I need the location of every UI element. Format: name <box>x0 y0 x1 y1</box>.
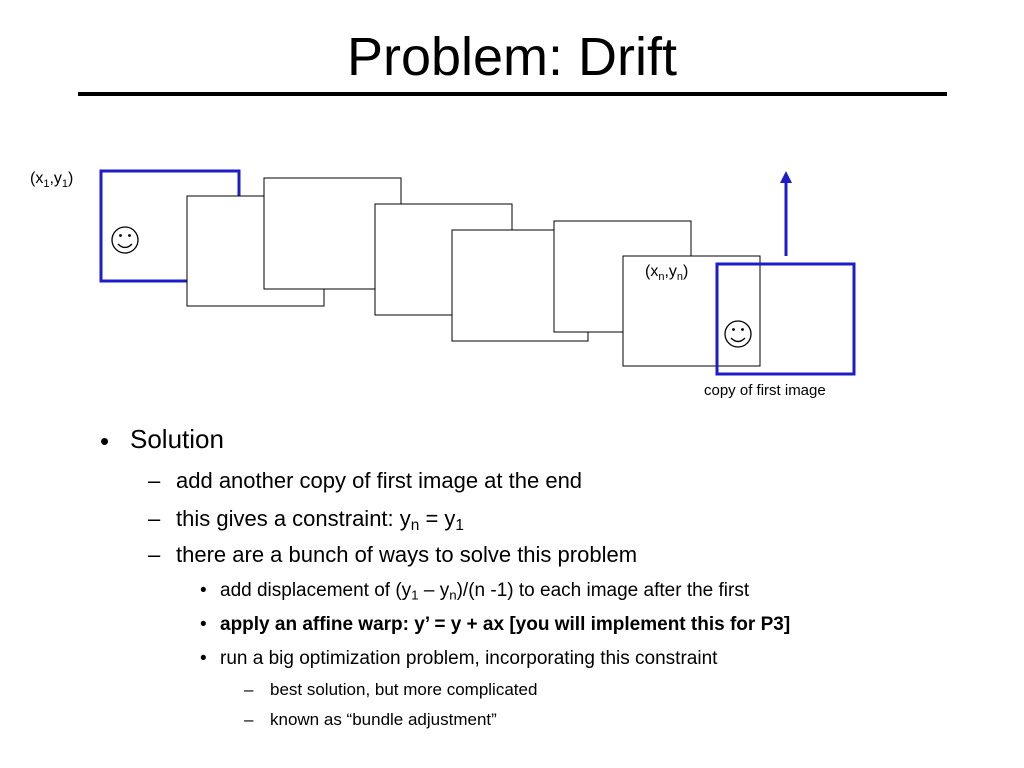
bullet-marker: • <box>200 648 207 669</box>
first-image-coordinate-label: (x1,y1) <box>30 170 73 190</box>
bullet-marker: – <box>148 468 161 493</box>
drift-diagram: (x1,y1) (xn,yn) copy of first image <box>30 169 856 399</box>
bullet-big-optimization: run a big optimization problem, incorpor… <box>220 648 718 669</box>
smiley-face-icon <box>724 320 752 348</box>
bullet-marker: • <box>100 426 110 456</box>
bullet-constraint: this gives a constraint: yn = y1 <box>176 506 464 534</box>
bullet-affine-warp: apply an affine warp: y’ = y + ax [you w… <box>220 614 791 635</box>
smiley-face-icon <box>111 226 139 254</box>
bullet-marker: – <box>148 542 161 567</box>
copy-image-caption: copy of first image <box>704 382 826 399</box>
arrow-up-icon <box>780 171 792 256</box>
bullet-marker: – <box>148 506 161 531</box>
bullet-bundle-adjustment: known as “bundle adjustment” <box>270 710 497 729</box>
last-image-coordinate-label: (xn,yn) <box>645 263 688 283</box>
slide-title: Problem: Drift <box>346 27 678 87</box>
bullet-best-solution: best solution, but more complicated <box>270 680 538 699</box>
bullet-marker: • <box>200 614 207 635</box>
title-underline <box>78 92 947 96</box>
bullet-add-copy: add another copy of first image at the e… <box>176 468 583 493</box>
bullet-solution: Solution <box>130 424 224 454</box>
copy-image-frame <box>715 262 856 376</box>
bullet-marker: – <box>244 680 254 699</box>
bullet-marker: – <box>244 710 254 729</box>
image-frame-7 <box>622 255 761 367</box>
bullet-marker: • <box>200 580 207 601</box>
bullet-add-displacement: add displacement of (y1 – yn)/(n -1) to … <box>220 580 750 603</box>
bullet-ways-to-solve: there are a bunch of ways to solve this … <box>176 542 638 567</box>
